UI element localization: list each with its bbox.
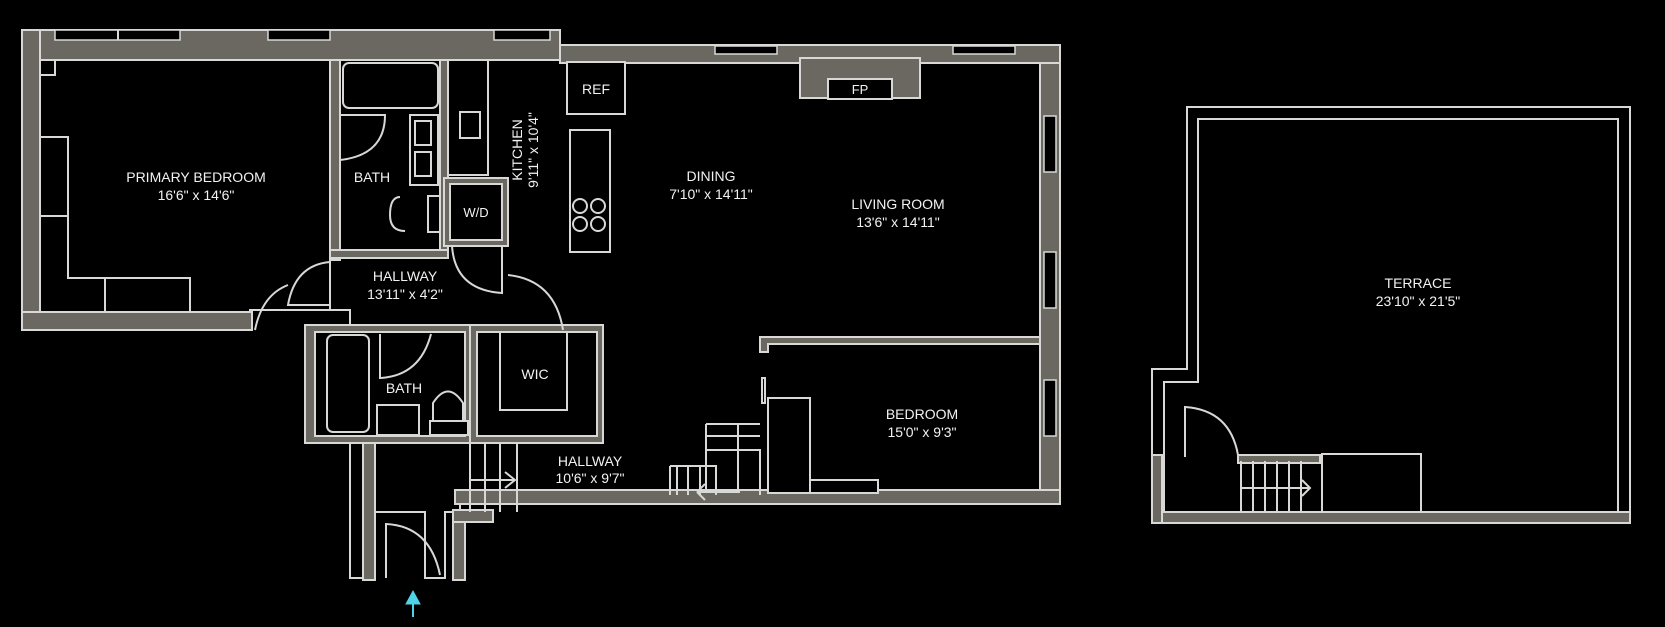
- living-room-label: LIVING ROOM: [851, 196, 944, 212]
- wic-floor: [476, 331, 598, 437]
- windows-right: [1043, 115, 1057, 437]
- toilet-2: [432, 390, 464, 421]
- toilet-1: [388, 196, 406, 232]
- bedroom-top-wall: [759, 336, 1041, 353]
- kitchen-label: KITCHEN: [509, 119, 525, 180]
- dining-dims: 7'10" x 14'11": [669, 186, 753, 202]
- wic-shelves: [499, 332, 568, 411]
- toilet-tank-1: [427, 195, 441, 233]
- hallway1-label: HALLWAY: [373, 268, 438, 284]
- wic-label: WIC: [521, 366, 548, 382]
- bathtub-1: [342, 62, 439, 109]
- terrace-stair-top-wall: [1237, 454, 1321, 464]
- fireplace: [827, 78, 893, 100]
- living-room-dims: 13'6" x 14'11": [856, 214, 940, 230]
- bath2-door-swing: [379, 333, 432, 380]
- wd-label: W/D: [463, 205, 488, 220]
- sink-2: [414, 151, 432, 177]
- primary-bottom-wall: [21, 311, 253, 331]
- wic-door-swing: [507, 274, 564, 331]
- hallway1-dims: 13'11" x 4'2": [367, 286, 443, 302]
- kitchen-counter-right: [569, 129, 611, 253]
- entry-door-swing: [385, 522, 441, 578]
- terrace-door-swing: [1184, 405, 1239, 457]
- stairs-entry: [469, 443, 518, 512]
- left-wall: [21, 29, 41, 331]
- terrace-bottom-wall: [1151, 511, 1631, 524]
- entry-arrow-icon: [405, 589, 421, 617]
- bedroom-door-jamb: [761, 377, 766, 404]
- hallway2-dims: 10'6" x 9'7": [556, 470, 625, 486]
- terrace: TERRACE 23'10" x 21'5": [1151, 106, 1631, 524]
- terrace-planter: [1321, 453, 1422, 513]
- primary-bedroom-floor: [39, 59, 331, 313]
- bath2-sink: [376, 404, 420, 436]
- stove-burners: [572, 198, 606, 232]
- bath1-left-wall: [329, 59, 341, 261]
- primary-bedroom-dims: 16'6" x 14'6": [158, 187, 235, 203]
- bath2-label: BATH: [386, 380, 422, 396]
- vestibule-step-wall: [452, 509, 494, 523]
- bedroom-closet: [767, 397, 811, 494]
- primary-bedroom-label: PRIMARY BEDROOM: [126, 169, 266, 185]
- kitchen-dims: 9'11" x 10'4": [525, 112, 541, 188]
- primary-closet: [40, 136, 191, 312]
- terrace-stair-wall: [1151, 454, 1163, 524]
- hallway1-door-primary: [286, 261, 331, 306]
- vestibule-left-wall: [362, 442, 376, 581]
- primary-door-swing: [254, 284, 289, 331]
- terrace-dims: 23'10" x 21'5": [1376, 293, 1461, 309]
- terrace-stairs: [1240, 461, 1312, 512]
- bath1-label: BATH: [354, 169, 390, 185]
- bath1-door-swing: [339, 114, 387, 161]
- dining-label: DINING: [687, 168, 736, 184]
- windows-top: [54, 29, 1016, 55]
- terrace-label: TERRACE: [1385, 275, 1452, 291]
- refrigerator: [566, 61, 626, 115]
- bedroom-label: BEDROOM: [886, 406, 958, 422]
- washer-dryer: [449, 183, 503, 241]
- bottom-wall: [454, 489, 1061, 505]
- bedroom-dims: 15'0" x 9'3": [888, 424, 957, 440]
- bathtub-2: [326, 334, 370, 433]
- bedroom-dresser: [809, 479, 879, 494]
- fp-label: FP: [852, 82, 869, 97]
- sink-1: [414, 120, 432, 146]
- toilet-tank-2: [429, 420, 469, 436]
- wd-door-swing: [451, 245, 503, 295]
- hallway2-label: HALLWAY: [558, 453, 623, 469]
- ref-label: REF: [582, 81, 610, 97]
- stairs-terrace: [669, 423, 761, 501]
- kitchen-sink: [459, 111, 481, 139]
- main-unit: BATH REF KITCHEN 9'11" x 10'4" W/D FP DI…: [21, 29, 1061, 581]
- hallway1-top-wall: [329, 249, 449, 259]
